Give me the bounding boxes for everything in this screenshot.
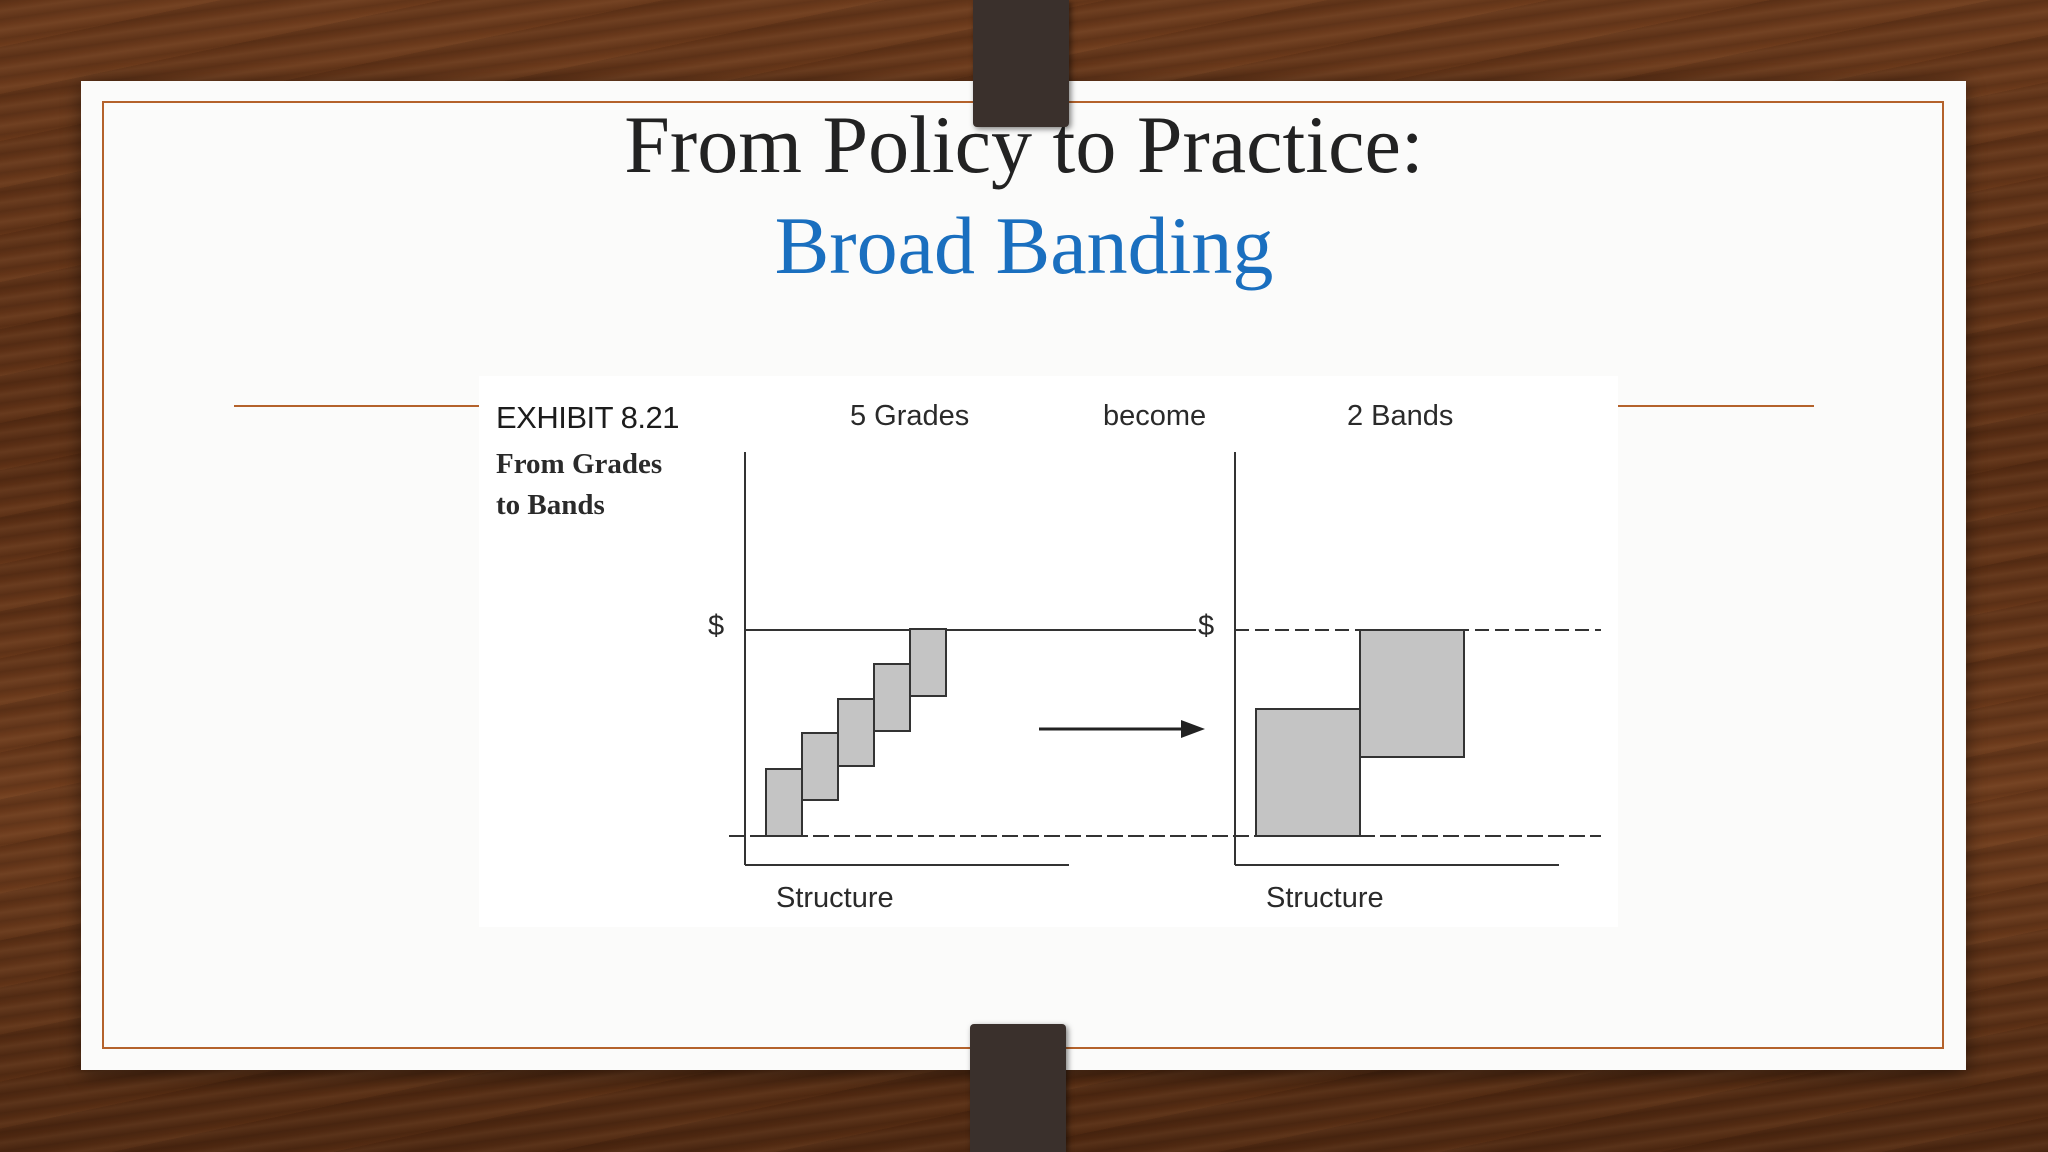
left-accent-rule <box>234 405 479 407</box>
binder-clip-top <box>973 0 1069 127</box>
become-arrow-head <box>1181 720 1205 738</box>
right-x-axis-label: Structure <box>1266 882 1384 914</box>
bands-heading: 2 Bands <box>1347 400 1454 432</box>
grades-to-bands-diagram <box>729 452 1601 866</box>
band-box-1 <box>1255 708 1361 837</box>
grades-heading: 5 Grades <box>850 400 970 432</box>
grade-box-5 <box>909 628 947 697</box>
left-y-axis-symbol: $ <box>708 610 725 642</box>
exhibit-caption: From Grades to Bands <box>496 444 696 526</box>
exhibit-figure: EXHIBIT 8.21 From Grades to Bands 5 Grad… <box>479 376 1618 927</box>
grade-box-1 <box>765 768 803 837</box>
exhibit-number: EXHIBIT 8.21 <box>496 400 679 435</box>
grade-box-3 <box>837 698 875 767</box>
grade-box-2 <box>801 732 839 801</box>
right-y-axis-symbol: $ <box>1198 610 1215 642</box>
slide-subtitle: Broad Banding <box>774 200 1274 291</box>
exhibit-caption-line1: From Grades <box>496 448 663 480</box>
grade-box-4 <box>873 663 911 732</box>
right-accent-rule <box>1618 405 1814 407</box>
band-box-2 <box>1359 629 1465 758</box>
become-heading: become <box>1103 400 1207 432</box>
binder-clip-bottom <box>970 1024 1066 1152</box>
left-x-axis-label: Structure <box>776 882 894 914</box>
exhibit-caption-line2: to Bands <box>496 489 605 521</box>
